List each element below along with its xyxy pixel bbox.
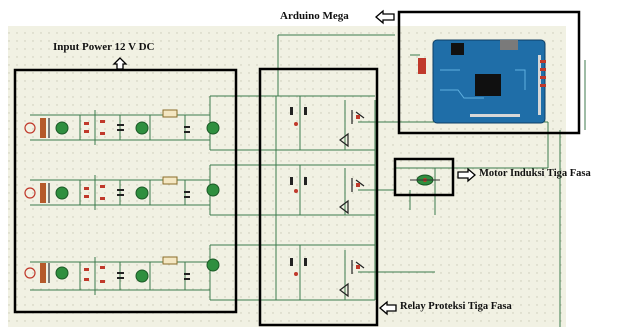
highlight-boxes [13, 10, 581, 327]
transformer-sources [24, 118, 69, 283]
arduino-mega-board [418, 39, 546, 124]
arduino-highlight-box [397, 10, 581, 135]
motor-right-arrow-icon [457, 167, 476, 183]
power-supply-row-3 [30, 244, 250, 301]
transformer-row-3 [24, 263, 69, 283]
relay-label: Relay Proteksi Tiga Fasa [400, 301, 512, 312]
induction-motor [410, 174, 440, 186]
relay-highlight-box [258, 67, 379, 327]
arrow-up-icon [112, 57, 128, 70]
motor-highlight-box [393, 157, 455, 197]
relay-circuits [250, 34, 435, 301]
rectifier-filter-components [84, 109, 220, 283]
arduino-mega-label: Arduino Mega [280, 10, 349, 22]
input-power-label: Input Power 12 V DC [53, 41, 155, 53]
power-supply-row-2 [30, 164, 250, 216]
motor-arduino-wiring [395, 54, 586, 327]
relay-components [290, 107, 365, 298]
transformer-row-1 [24, 118, 69, 138]
motor-label: Motor Induksi Tiga Fasa [479, 168, 591, 179]
input-power-highlight-box [13, 68, 238, 314]
relay-left-arrow-icon [379, 300, 397, 316]
transformer-row-2 [24, 183, 69, 203]
arduino-left-arrow-icon [375, 9, 395, 25]
